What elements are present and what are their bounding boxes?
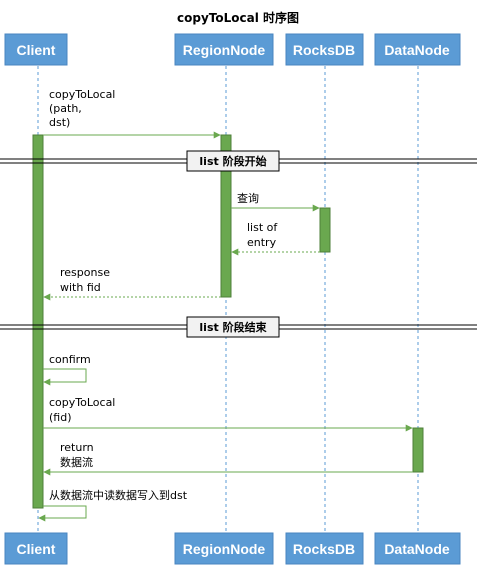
message-label-return-stream: return 数据流 <box>60 441 97 469</box>
participant-client-top: Client <box>4 33 68 66</box>
message-label-query: 查询 <box>237 191 259 205</box>
activation-client <box>32 134 44 509</box>
participant-datanode-bottom: DataNode <box>374 532 461 565</box>
participant-datanode-top: DataNode <box>374 33 461 66</box>
participant-regionnode-label: RegionNode <box>183 42 266 58</box>
participant-datanode-label: DataNode <box>384 541 450 557</box>
message-label-list-of-entry: list of entry <box>247 221 281 249</box>
participant-rocksdb-top: RocksDB <box>285 33 364 66</box>
message-arrow-confirm <box>43 368 87 386</box>
participant-regionnode-label: RegionNode <box>183 541 266 557</box>
divider-list-start: list 阶段开始 <box>0 150 477 172</box>
participant-client-label: Client <box>17 541 56 557</box>
participant-regionnode-bottom: RegionNode <box>174 532 274 565</box>
participant-rocksdb-label: RocksDB <box>293 541 355 557</box>
message-arrow-write-to-dst <box>38 505 87 522</box>
message-label-copytolocal-path: copyToLocal (path, dst) <box>49 88 119 129</box>
divider-list-end-label: list 阶段结束 <box>199 320 267 334</box>
message-label-confirm: confirm <box>49 353 91 366</box>
divider-list-end: list 阶段结束 <box>0 316 477 338</box>
activation-regionnode <box>220 134 232 298</box>
activation-rocksdb <box>319 207 331 253</box>
participant-rocksdb-bottom: RocksDB <box>285 532 364 565</box>
participant-datanode-label: DataNode <box>384 42 450 58</box>
message-label-response-with-fid: response with fid <box>60 266 113 294</box>
message-label-write-to-dst: 从数据流中读数据写入到dst <box>49 488 188 502</box>
participant-rocksdb-label: RocksDB <box>293 42 355 58</box>
diagram-title: copyToLocal 时序图 <box>177 10 299 25</box>
activation-datanode <box>412 427 424 473</box>
participant-regionnode-top: RegionNode <box>174 33 274 66</box>
divider-list-start-label: list 阶段开始 <box>199 154 266 168</box>
message-label-copytolocal-fid: copyToLocal (fid) <box>49 396 119 424</box>
participant-client-bottom: Client <box>4 532 68 565</box>
participant-client-label: Client <box>17 42 56 58</box>
